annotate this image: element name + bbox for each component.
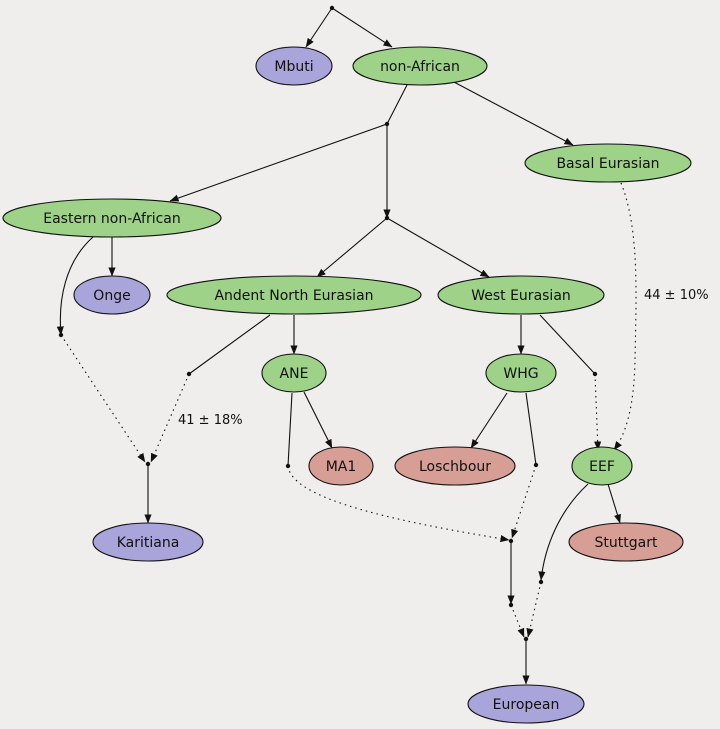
node-ancient-north-eurasian[interactable]: Andent North Eurasian: [166, 275, 422, 315]
junction-6: [285, 463, 291, 469]
junction-1: [384, 121, 390, 127]
node-basal-eurasian-shape: [524, 143, 692, 183]
node-eef[interactable]: EEF: [571, 446, 633, 486]
junction-points: [58, 5, 598, 642]
node-ma1-shape: [308, 446, 374, 486]
junction-8: [538, 579, 544, 585]
edge-whg-j7: [525, 392, 537, 466]
node-whg[interactable]: WHG: [485, 353, 557, 393]
node-non-african[interactable]: non-African: [352, 46, 488, 86]
edge-whg-loschbour: [470, 392, 508, 449]
node-ma1[interactable]: MA1: [308, 446, 374, 486]
node-loschbour[interactable]: Loschbour: [394, 446, 516, 486]
edges: [56, 7, 637, 685]
edge-j2-ancient: [316, 217, 388, 278]
junction-mix-2: [508, 538, 514, 544]
node-onge[interactable]: Onge: [73, 275, 151, 315]
node-west-eurasian-shape: [437, 275, 605, 315]
node-karitiana-shape: [92, 522, 204, 562]
node-whg-label: WHG: [503, 366, 538, 382]
nodes: Mbuti non-African Basal Eurasian Eastern…: [2, 46, 692, 724]
node-onge-shape: [73, 275, 151, 315]
edge-eef-stuttgart: [607, 483, 621, 524]
node-ancient-north-eurasian-shape: [166, 275, 422, 315]
node-whg-shape: [485, 353, 557, 393]
edge-eef-j8: [538, 483, 589, 581]
node-eastern-non-african-shape: [2, 198, 222, 238]
edge-west-j5: [539, 314, 596, 375]
node-basal-eurasian[interactable]: Basal Eurasian: [524, 143, 692, 183]
junction-mix-3: [523, 636, 529, 642]
junction-7: [533, 462, 539, 468]
node-non-african-label: non-African: [380, 59, 460, 75]
node-karitiana[interactable]: Karitiana: [92, 522, 204, 562]
node-basal-eurasian-label: Basal Eurasian: [556, 156, 659, 172]
node-onge-label: Onge: [93, 288, 130, 304]
junction-4: [186, 371, 192, 377]
basal-admixture-label: 44 ± 10%: [644, 288, 709, 303]
node-european-shape: [467, 684, 585, 724]
edge-basal-eef: [613, 182, 637, 451]
node-eastern-non-african[interactable]: Eastern non-African: [2, 198, 222, 238]
edge-j3-karitiana-mix: [60, 334, 146, 463]
edge-nonafrican-basal: [451, 80, 574, 146]
junction-mix-karitiana: [145, 461, 151, 467]
edge-eastern-j3: [56, 236, 94, 336]
junction-root: [329, 5, 335, 11]
edge-j6-mix2: [287, 465, 510, 543]
edge-root-nonafrican: [331, 7, 393, 48]
node-west-eurasian-label: West Eurasian: [471, 288, 571, 304]
junction-2: [384, 215, 390, 221]
edge-j2-west: [386, 217, 490, 278]
node-stuttgart-shape: [568, 522, 684, 562]
node-eef-shape: [571, 446, 633, 486]
edge-j1-eastern: [169, 123, 388, 202]
node-west-eurasian[interactable]: West Eurasian: [437, 275, 605, 315]
node-karitiana-label: Karitiana: [117, 535, 180, 551]
node-non-african-shape: [352, 46, 488, 86]
node-mbuti-label: Mbuti: [274, 59, 313, 75]
node-loschbour-shape: [394, 446, 516, 486]
edge-ancient-j4: [188, 314, 271, 375]
node-ane-label: ANE: [280, 366, 309, 382]
node-european-label: European: [493, 697, 560, 713]
edge-j8-mix3: [526, 581, 542, 638]
node-eef-label: EEF: [589, 459, 615, 475]
junction-3: [58, 332, 64, 338]
node-mbuti-shape: [255, 46, 333, 86]
edge-ane-ma1: [303, 391, 333, 449]
node-stuttgart-label: Stuttgart: [595, 535, 658, 551]
edge-root-mbuti: [305, 7, 333, 48]
node-european[interactable]: European: [467, 684, 585, 724]
junction-5: [592, 371, 598, 377]
edge-j5-eef: [594, 373, 602, 451]
node-ane[interactable]: ANE: [261, 353, 327, 393]
ane-admixture-label: 41 ± 18%: [178, 413, 243, 428]
node-ane-shape: [261, 353, 327, 393]
edge-ane-j6: [287, 392, 293, 467]
node-loschbour-label: Loschbour: [419, 459, 491, 475]
junction-9: [508, 602, 514, 608]
node-eastern-non-african-label: Eastern non-African: [43, 211, 181, 227]
edge-nonafrican-j1: [386, 84, 408, 125]
node-ancient-north-eurasian-label: Andent North Eurasian: [214, 288, 373, 304]
edge-j9-mix3: [510, 604, 525, 638]
edge-j7-mix2: [511, 464, 537, 539]
node-mbuti[interactable]: Mbuti: [255, 46, 333, 86]
node-stuttgart[interactable]: Stuttgart: [568, 522, 684, 562]
node-ma1-label: MA1: [326, 459, 357, 475]
